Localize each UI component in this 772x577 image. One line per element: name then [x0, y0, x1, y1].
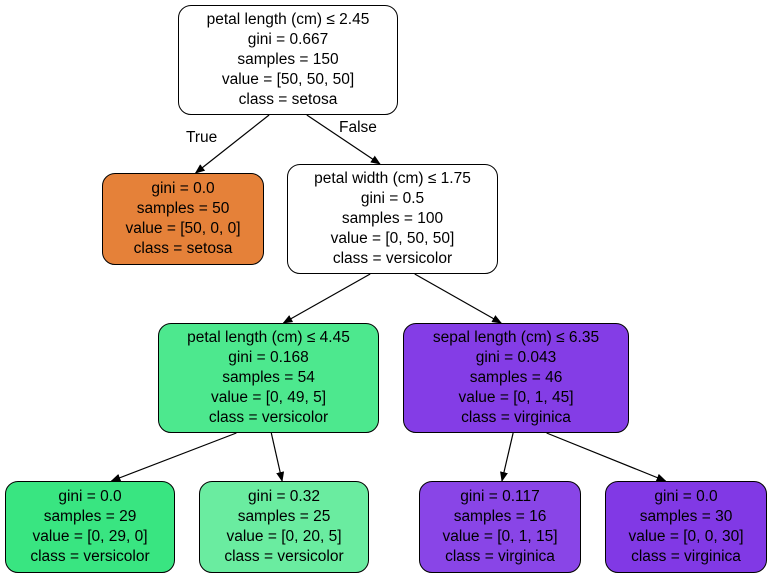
node-line: value = [0, 29, 0] — [32, 528, 148, 545]
node-line: samples = 30 — [639, 508, 733, 525]
node-line: class = setosa — [133, 240, 233, 257]
node-line: value = [50, 50, 50] — [221, 71, 355, 88]
node-line: gini = 0.043 — [475, 349, 557, 366]
node-line: value = [0, 1, 45] — [458, 389, 574, 406]
node-line: samples = 25 — [237, 508, 331, 525]
edge-arrow — [194, 114, 270, 174]
node-line: class = versicolor — [208, 409, 329, 426]
node-line: class = versicolor — [332, 250, 453, 267]
tree-node-petal-length-split: petal length (cm) ≤ 4.45 gini = 0.168 samp… — [158, 323, 379, 433]
edge-arrow — [414, 273, 503, 324]
node-line: value = [0, 50, 50] — [330, 230, 455, 247]
edge-arrow — [546, 432, 667, 482]
node-line: value = [0, 0, 30] — [628, 528, 744, 545]
node-line: value = [0, 20, 5] — [226, 528, 342, 545]
node-line: class = versicolor — [224, 548, 344, 565]
edge-arrow — [110, 432, 237, 482]
node-line: class = virginica — [631, 548, 741, 565]
node-line: class = versicolor — [30, 548, 150, 565]
node-line: sepal length (cm) ≤ 6.35 — [432, 329, 600, 346]
node-line: value = [50, 0, 0] — [125, 220, 241, 237]
node-line: gini = 0.117 — [460, 488, 540, 505]
tree-node-root: petal length (cm) ≤ 2.45 gini = 0.667 samp… — [178, 5, 398, 115]
node-line: class = virginica — [445, 548, 555, 565]
edge-label-false: False — [339, 119, 377, 136]
tree-node-sepal-length-split: sepal length (cm) ≤ 6.35 gini = 0.043 samp… — [403, 323, 629, 433]
node-line: samples = 54 — [222, 369, 315, 386]
node-line: petal length (cm) ≤ 2.45 — [206, 11, 370, 28]
tree-node-petal-width-split: petal width (cm) ≤ 1.75 gini = 0.5 samples… — [287, 164, 498, 274]
edge-arrow — [282, 273, 371, 324]
node-line: gini = 0.667 — [247, 31, 329, 48]
node-line: samples = 50 — [136, 200, 230, 217]
node-line: samples = 16 — [453, 508, 547, 525]
node-line: samples = 150 — [237, 51, 339, 68]
node-line: gini = 0.5 — [360, 190, 425, 207]
tree-node-leaf-versicolor-29: gini = 0.0 samples = 29 value = [0, 29, 0]… — [5, 481, 175, 573]
tree-node-leaf-versicolor-25: gini = 0.32 samples = 25 value = [0, 20, 5… — [199, 481, 369, 573]
node-line: value = [0, 49, 5] — [210, 389, 327, 406]
node-line: class = virginica — [461, 409, 571, 426]
node-line: gini = 0.0 — [151, 180, 215, 197]
node-line: gini = 0.168 — [228, 349, 309, 366]
node-line: class = setosa — [238, 91, 338, 108]
node-line: gini = 0.32 — [248, 488, 320, 505]
node-line: samples = 100 — [341, 210, 444, 227]
tree-node-leaf-virginica-30: gini = 0.0 samples = 30 value = [0, 0, 30]… — [605, 481, 767, 573]
edge-arrow — [500, 432, 514, 482]
node-line: gini = 0.0 — [654, 488, 718, 505]
node-line: gini = 0.0 — [58, 488, 122, 505]
edge-arrow — [270, 432, 285, 482]
edge-arrow — [306, 114, 381, 165]
tree-node-leaf-setosa: gini = 0.0 samples = 50 value = [50, 0, 0]… — [102, 173, 264, 265]
node-line: samples = 46 — [469, 369, 563, 386]
node-line: petal length (cm) ≤ 4.45 — [187, 329, 350, 346]
node-line: value = [0, 1, 15] — [442, 528, 558, 545]
edge-label-true: True — [186, 129, 218, 146]
tree-node-leaf-virginica-16: gini = 0.117 samples = 16 value = [0, 1, 1… — [419, 481, 581, 573]
node-line: petal width (cm) ≤ 1.75 — [314, 170, 471, 187]
node-line: samples = 29 — [43, 508, 137, 525]
